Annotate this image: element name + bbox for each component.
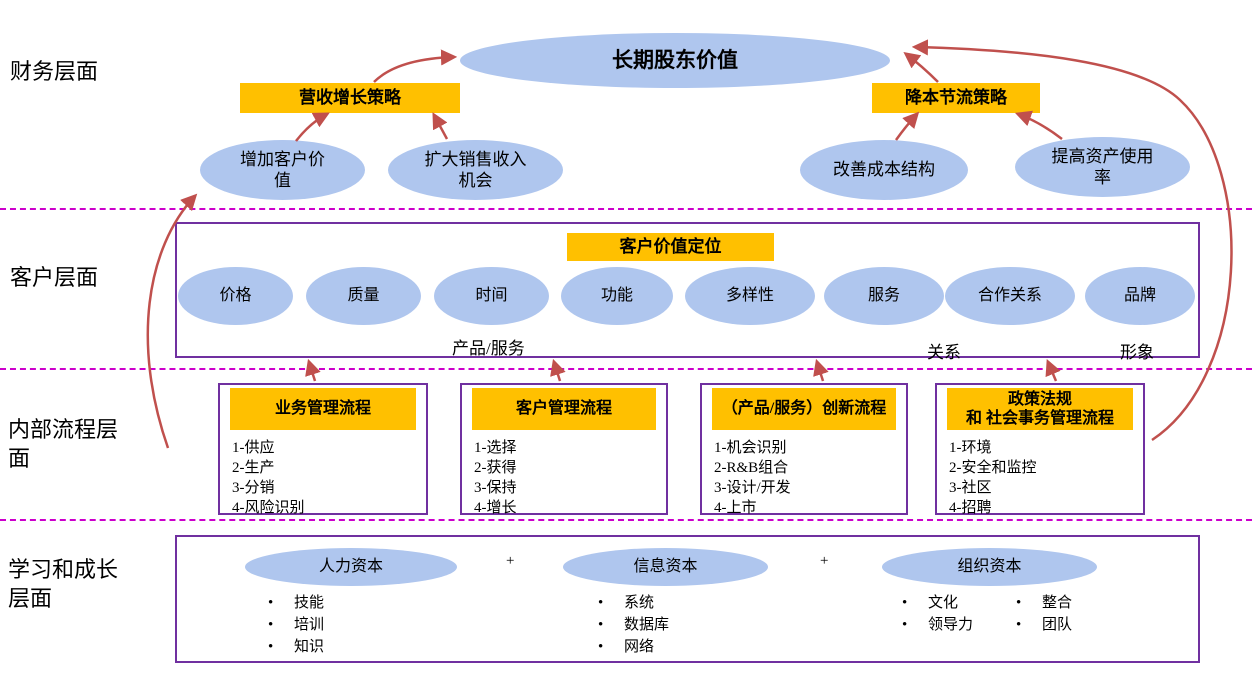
node-asset-utilization: 提高资产使用率	[1015, 137, 1190, 197]
arrow-asset-utilization-to-cost-strategy	[1014, 110, 1063, 140]
bullet-item: 网络	[598, 636, 669, 658]
process-item: 4-增长	[474, 500, 517, 516]
arrow-revenue-strategy-to-shareholder-value	[373, 49, 458, 83]
node-information-capital: 信息资本	[563, 548, 768, 586]
financial-layer-label: 财务层面	[10, 59, 99, 84]
bullet-item: 领导力	[902, 614, 973, 636]
group-label-image: 形象	[1120, 343, 1154, 362]
customer-layer-label: 客户层面	[10, 265, 99, 290]
arrow-innovation-to-customer	[813, 358, 829, 382]
divider-financial-customer	[0, 208, 1252, 210]
plus-sign: +	[820, 553, 829, 569]
process-item: 3-设计/开发	[714, 480, 791, 496]
node-service: 服务	[824, 267, 944, 325]
bullet-item: 培训	[268, 614, 324, 636]
divider-internal-learning	[0, 519, 1252, 521]
customer-value-positioning: 客户价值定位	[567, 233, 774, 261]
process-item: 1-选择	[474, 440, 517, 456]
process-box-innovation: （产品/服务）创新流程 1-机会识别 2-R&B组合 3-设计/开发 4-上市	[700, 383, 908, 516]
bullet-item: 整合	[1016, 592, 1072, 614]
process-box-regulatory: 政策法规 和 社会事务管理流程 1-环境 2-安全和监控 3-社区 4-招聘	[935, 383, 1145, 516]
organization-capital-items-col2: 整合 团队	[1016, 592, 1072, 636]
arrow-cost-strategy-to-shareholder-value	[903, 52, 939, 83]
process-box-customer-mgmt-title: 客户管理流程	[472, 388, 656, 430]
bullet-item: 技能	[268, 592, 324, 614]
arrow-expand-sales-to-revenue-strategy	[432, 112, 449, 140]
bullet-item: 文化	[902, 592, 973, 614]
process-box-business-title: 业务管理流程	[230, 388, 416, 430]
node-expand-sales-revenue: 扩大销售收入机会	[388, 140, 563, 200]
information-capital-items: 系统 数据库 网络	[598, 592, 669, 658]
bullet-item: 数据库	[598, 614, 669, 636]
node-organization-capital: 组织资本	[882, 548, 1097, 586]
arrow-business-process-to-customer	[305, 358, 321, 382]
process-item: 2-安全和监控	[949, 460, 1037, 476]
bullet-item: 知识	[268, 636, 324, 658]
process-item: 2-R&B组合	[714, 460, 789, 476]
process-item: 4-风险识别	[232, 500, 305, 516]
learning-layer-label: 学习和成长层面	[8, 557, 119, 611]
process-box-innovation-title: （产品/服务）创新流程	[712, 388, 896, 430]
process-item: 4-上市	[714, 500, 757, 516]
process-item: 1-环境	[949, 440, 992, 456]
process-item: 3-社区	[949, 480, 992, 496]
node-partnership: 合作关系	[945, 267, 1075, 325]
node-improve-cost-structure: 改善成本结构	[800, 140, 968, 200]
group-label-product-service: 产品/服务	[452, 339, 525, 358]
node-brand: 品牌	[1085, 267, 1195, 325]
node-human-capital: 人力资本	[245, 548, 457, 586]
arrow-customer-mgmt-to-customer	[550, 358, 566, 382]
node-shareholder-value: 长期股东价值	[460, 33, 890, 88]
organization-capital-items-col1: 文化 领导力	[902, 592, 973, 636]
process-item: 2-获得	[474, 460, 517, 476]
human-capital-items: 技能 培训 知识	[268, 592, 324, 658]
node-diversity: 多样性	[685, 267, 815, 325]
revenue-growth-strategy: 营收增长策略	[240, 83, 460, 113]
process-box-regulatory-title: 政策法规 和 社会事务管理流程	[947, 388, 1133, 430]
node-increase-customer-value: 增加客户价值	[200, 140, 365, 200]
node-price: 价格	[178, 267, 293, 325]
process-item: 1-供应	[232, 440, 275, 456]
group-label-relationship: 关系	[927, 343, 961, 362]
process-item: 2-生产	[232, 460, 275, 476]
bullet-item: 系统	[598, 592, 669, 614]
process-box-customer-mgmt: 客户管理流程 1-选择 2-获得 3-保持 4-增长	[460, 383, 668, 516]
process-item: 3-保持	[474, 480, 517, 496]
arrow-regulatory-to-customer	[1045, 359, 1061, 382]
plus-sign: +	[506, 553, 515, 569]
process-item: 3-分销	[232, 480, 275, 496]
cost-saving-strategy: 降本节流策略	[872, 83, 1040, 113]
node-function: 功能	[561, 267, 673, 325]
node-time: 时间	[434, 267, 549, 325]
internal-layer-label: 内部流程层面	[8, 417, 119, 471]
divider-customer-internal	[0, 368, 1252, 370]
process-item: 1-机会识别	[714, 440, 787, 456]
process-item: 4-招聘	[949, 500, 992, 516]
process-box-business: 业务管理流程 1-供应 2-生产 3-分销 4-风险识别	[218, 383, 428, 516]
bullet-item: 团队	[1016, 614, 1072, 636]
node-quality: 质量	[306, 267, 421, 325]
arrow-increase-value-to-revenue-strategy	[295, 112, 330, 142]
arrow-cost-structure-to-cost-strategy	[894, 111, 920, 141]
